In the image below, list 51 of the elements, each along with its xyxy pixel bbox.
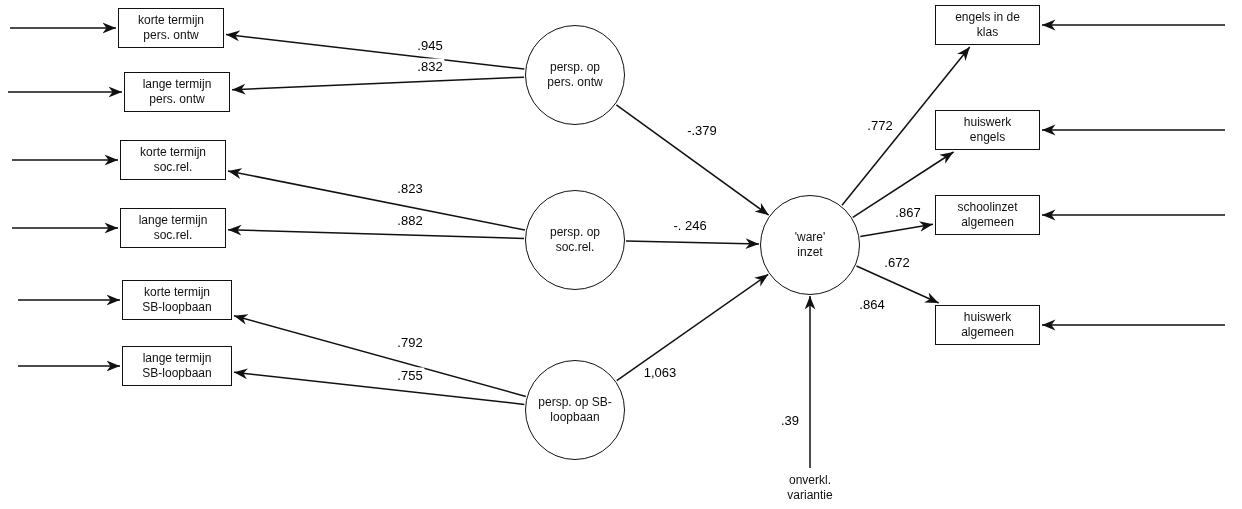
node-label: lange termijn SB-loopbaan <box>141 351 213 381</box>
node-label: korte termijn soc.rel. <box>139 145 207 175</box>
arrow <box>17 360 121 372</box>
path-coefficient: .755 <box>395 367 425 383</box>
variable-label: onverkl. variantie <box>786 473 834 503</box>
node-label: korte termijn SB-loopbaan <box>141 285 213 315</box>
node-label: schoolinzet algemeen <box>956 200 1019 230</box>
indicator-box <box>935 110 1040 150</box>
indicator-box <box>122 280 232 320</box>
node-label: persp. op soc.rel. <box>548 225 601 255</box>
arrow <box>1041 124 1226 136</box>
node-label: lange termijn soc.rel. <box>137 213 209 243</box>
arrow <box>17 294 121 306</box>
node-label: huiswerk engels <box>962 115 1013 145</box>
arrow <box>233 314 527 398</box>
indicator-box <box>120 140 226 180</box>
arrow <box>225 30 526 70</box>
arrow <box>227 168 526 231</box>
node-label: engels in de klas <box>954 10 1021 40</box>
indicator-box <box>935 5 1040 45</box>
indicator-box <box>122 346 232 386</box>
arrow <box>625 238 760 250</box>
indicator-box <box>118 8 224 48</box>
arrow <box>804 295 816 469</box>
indicator-box <box>935 305 1040 345</box>
node-label: korte termijn pers. ontw <box>137 13 205 43</box>
arrow <box>9 22 117 34</box>
arrow <box>615 104 770 216</box>
arrow <box>855 265 940 304</box>
arrow <box>233 368 526 406</box>
indicator-box <box>124 72 230 112</box>
node-label: 'ware' inzet <box>793 230 827 260</box>
arrow <box>7 86 123 98</box>
node-label: persp. op SB-loopbaan <box>537 395 613 425</box>
node-label: lange termijn pers. ontw <box>141 77 213 107</box>
indicator-box <box>120 208 226 248</box>
arrow <box>1041 19 1226 31</box>
node-label: huiswerk algemeen <box>960 310 1015 340</box>
indicator-box <box>935 195 1040 235</box>
node-label: persp. op pers. ontw <box>546 60 604 90</box>
arrow <box>227 224 525 240</box>
arrow <box>11 154 119 166</box>
arrow <box>841 46 971 207</box>
arrow <box>852 151 955 218</box>
arrow <box>859 221 934 238</box>
arrow <box>1041 319 1226 331</box>
arrow <box>231 76 525 95</box>
arrow <box>11 222 119 234</box>
arrow <box>1041 209 1226 221</box>
path-coefficient: .832 <box>415 58 445 74</box>
arrow <box>616 273 769 382</box>
